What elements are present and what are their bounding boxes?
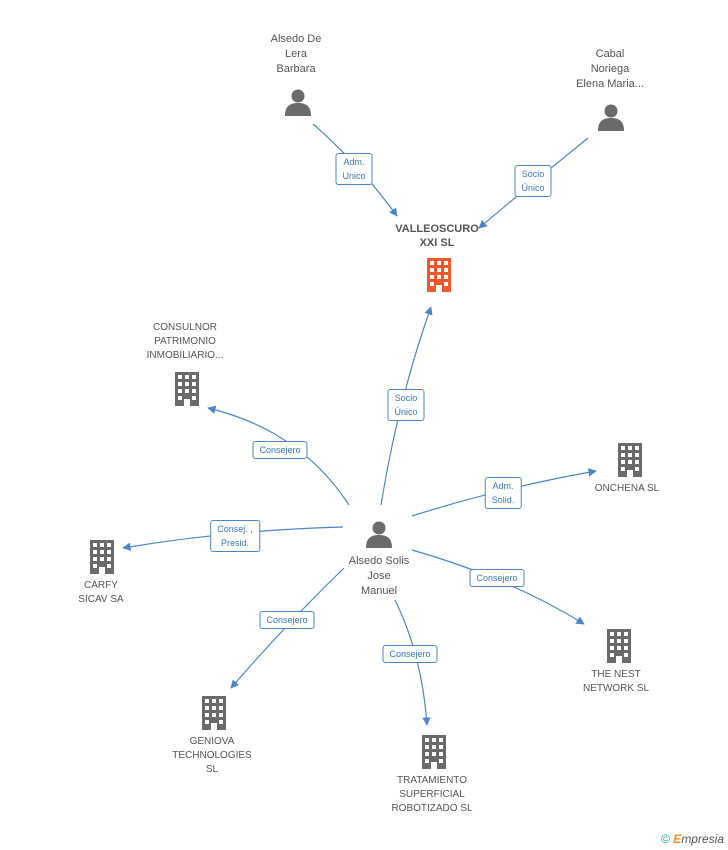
node-label-the-nest[interactable]: THE NEST NETWORK SL <box>582 669 650 694</box>
building-icon <box>607 629 631 663</box>
edge-label-consejero: Consejero <box>259 611 315 629</box>
building-icon <box>175 372 199 406</box>
edge-label-consej-presid: Consej. , Presid. <box>210 520 260 552</box>
node-label-carfy[interactable]: CARFY SICAV SA <box>78 580 124 605</box>
edge-label-consejero: Consejero <box>252 441 308 459</box>
edge-label-adm-solid: Adm. Solid. <box>484 477 522 509</box>
building-icon <box>202 696 226 730</box>
building-icon <box>90 540 114 574</box>
building-icon <box>422 735 446 769</box>
node-label-onchena[interactable]: ONCHENA SL <box>594 483 660 494</box>
node-label-tratamiento[interactable]: TRATAMIENTO SUPERFICIAL ROBOTIZADO SL <box>391 775 473 814</box>
edge-label-consejero: Consejero <box>469 569 525 587</box>
node-label-alsedo-lera[interactable]: Alsedo De Lera Barbara <box>270 33 322 75</box>
edge-label-socio-unico: Socio Único <box>514 165 552 197</box>
edge-label-adm-unico: Adm. Unico <box>335 153 373 185</box>
edge-label-socio-unico: Socio Único <box>387 389 425 421</box>
edge-label-consejero: Consejero <box>382 645 438 663</box>
copyright-icon: © <box>661 832 670 846</box>
brand-logo[interactable]: © Empresia <box>661 832 724 846</box>
person-icon <box>285 89 311 116</box>
person-icon <box>598 104 624 131</box>
node-label-cabal[interactable]: Cabal Noriega Elena Maria... <box>576 48 644 90</box>
person-icon <box>366 521 392 548</box>
node-label-geniova[interactable]: GENIOVA TECHNOLOGIES SL <box>172 736 252 775</box>
node-label-valleoscuro[interactable]: VALLEOSCURO XXI SL <box>395 223 479 249</box>
edge-alsedo-solis-to-the-nest <box>411 549 585 625</box>
node-label-consulnor[interactable]: CONSULNOR PATRIMONIO INMOBILIARIO... <box>146 322 224 361</box>
building-icon <box>618 443 642 477</box>
node-label-alsedo-solis[interactable]: Alsedo Solis Jose Manuel <box>348 555 410 597</box>
building-icon <box>427 258 451 292</box>
